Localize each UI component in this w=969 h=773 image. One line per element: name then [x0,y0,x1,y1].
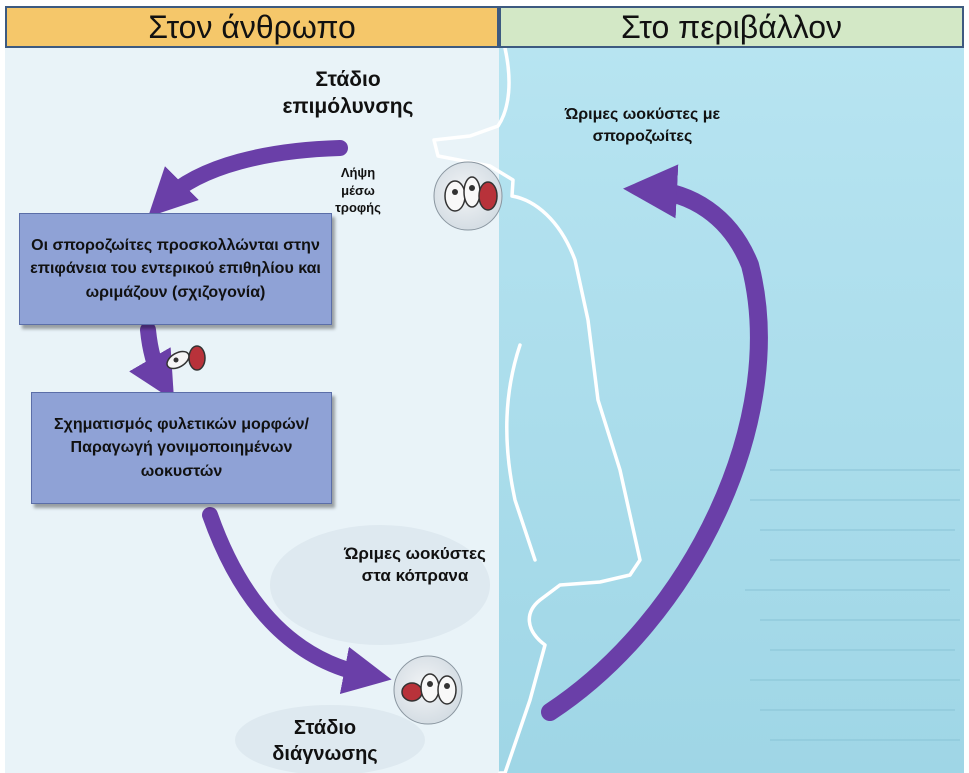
label-mature-oocysts-environment: Ώριμες ωοκύστες με σποροζωίτες [535,104,750,149]
box-sexual-forms-text: Σχηματισμός φυλετικών μορφών/Παραγωγή γο… [40,413,323,483]
label-diagnosis-stage: Στάδιο διάγνωσης [250,715,400,767]
environment-background [499,48,964,773]
box-schizogony-text: Οι σποροζωίτες προσκολλώνται στην επιφάν… [28,234,323,304]
label-infection-stage: Στάδιο επιμόλυνσης [258,66,438,121]
label-mature-oocysts-stool: Ώριμες ωοκύστες στα κόπρανα [340,543,490,587]
oocyst-stool-icon [394,656,462,724]
label-ingestion: Λήψη μέσω τροφής [325,164,391,217]
oocyst-ingestion-icon [434,162,502,230]
box-sexual-forms: Σχηματισμός φυλετικών μορφών/Παραγωγή γο… [31,392,332,504]
box-schizogony: Οι σποροζωίτες προσκολλώνται στην επιφάν… [19,213,332,325]
header-human: Στον άνθρωπο [5,6,499,48]
header-environment: Στο περιβάλλον [499,6,964,48]
